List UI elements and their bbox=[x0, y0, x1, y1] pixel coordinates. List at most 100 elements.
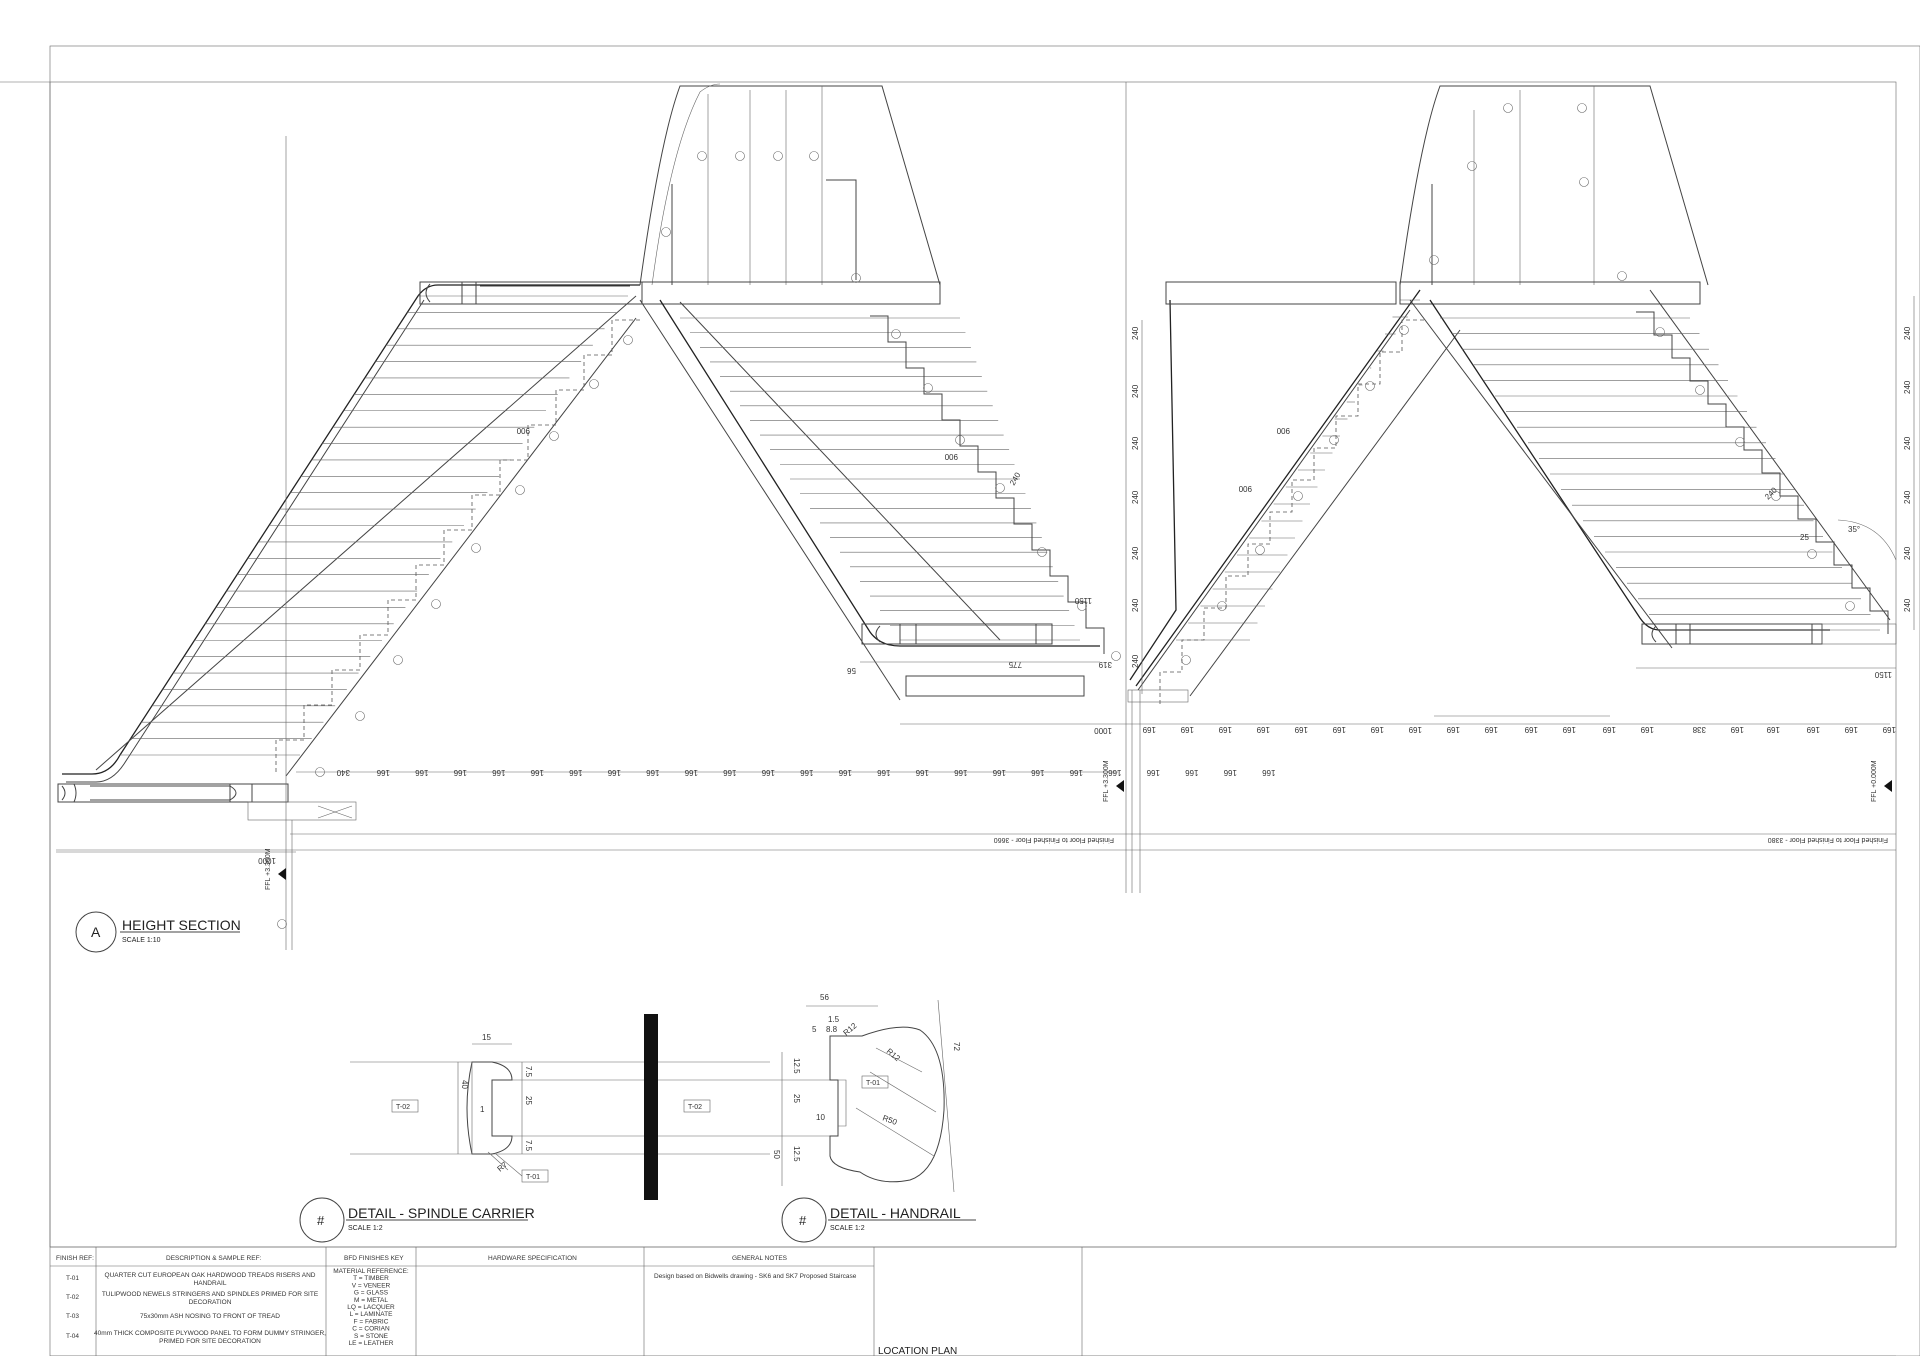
sc-tag-t02a: T-02 bbox=[396, 1104, 410, 1111]
dimension-label: 169 bbox=[1640, 725, 1654, 734]
desc-line: 40mm THICK COMPOSITE PLYWOOD PANEL TO FO… bbox=[94, 1330, 326, 1337]
dim-900-right-a: 900 bbox=[1276, 426, 1290, 435]
step-number-circle bbox=[1217, 601, 1227, 611]
handrail-detail-scale: SCALE 1:2 bbox=[830, 1225, 865, 1232]
step-number-circle bbox=[1655, 327, 1665, 337]
right-left-string-2 bbox=[1189, 329, 1461, 697]
step-number-circle bbox=[1503, 103, 1513, 113]
step-number-circle bbox=[355, 711, 365, 721]
section-a-marker-circle bbox=[75, 911, 117, 953]
lower-newel-turning bbox=[61, 783, 253, 803]
sc-tag-t01: T-01 bbox=[526, 1174, 540, 1181]
dimension-label: 169 bbox=[1484, 725, 1498, 734]
desc-line: DECORATION bbox=[189, 1299, 232, 1306]
section-a-heading: HEIGHT SECTION bbox=[122, 917, 241, 933]
sc-dim-40: 40 bbox=[460, 1080, 469, 1089]
right-upper-newel bbox=[1165, 281, 1397, 305]
key-line: C = CORIAN bbox=[352, 1326, 390, 1333]
dimension-label: 166 bbox=[954, 768, 968, 777]
hr-tag-t01-box bbox=[861, 1075, 889, 1089]
dimension-label: 169 bbox=[1370, 725, 1384, 734]
handrail-detail-marker: # bbox=[799, 1213, 807, 1228]
step-number-circle bbox=[431, 599, 441, 609]
key-line: MATERIAL REFERENCE: bbox=[333, 1268, 409, 1275]
dim-775: 775 bbox=[1008, 660, 1022, 669]
step-number-circle bbox=[1429, 255, 1439, 265]
sc-tag-t02a-box bbox=[391, 1099, 419, 1113]
tb-key-header: BFD FINISHES KEY bbox=[344, 1255, 404, 1262]
dimension-label: 166 bbox=[684, 768, 698, 777]
dimension-label: 166 bbox=[800, 768, 814, 777]
dim-900-right-b: 900 bbox=[1238, 484, 1252, 493]
dimension-label: 240 bbox=[1903, 598, 1912, 612]
step-number-circle bbox=[923, 383, 933, 393]
dimension-label: 240 bbox=[1131, 654, 1140, 668]
right-desc-treads bbox=[1440, 317, 1880, 631]
finish-ref: T-03 bbox=[66, 1313, 79, 1320]
centre-stair bbox=[639, 83, 1189, 703]
ffl-arrow-left bbox=[278, 868, 286, 880]
hr-groove bbox=[838, 1079, 847, 1127]
sc-tag-t02b-box bbox=[683, 1099, 711, 1113]
step-number-circle bbox=[735, 151, 745, 161]
dimension-label: 169 bbox=[1446, 725, 1460, 734]
finish-ref: T-02 bbox=[66, 1294, 79, 1301]
dimension-label: 169 bbox=[1602, 725, 1616, 734]
key-line: S = STONE bbox=[354, 1333, 389, 1340]
dim-1000-left: 1000 bbox=[258, 856, 276, 865]
right-left-riser-profile bbox=[1159, 319, 1424, 704]
hr-dim-72-label: 72 bbox=[952, 1042, 961, 1051]
step-number-circle bbox=[1577, 103, 1587, 113]
dimension-label: 169 bbox=[1524, 725, 1538, 734]
finish-description: 75x30mm ASH NOSING TO FRONT OF TREAD bbox=[140, 1313, 280, 1320]
right-desc-riser-profile bbox=[1636, 311, 1889, 634]
dimension-label: 169 bbox=[1256, 725, 1270, 734]
dim-338: 338 bbox=[1692, 725, 1706, 734]
sc-dim-1: 1 bbox=[480, 1105, 485, 1114]
left-tread-lines bbox=[120, 295, 628, 756]
dimension-label: 240 bbox=[1903, 436, 1912, 450]
step-number-circle bbox=[891, 329, 901, 339]
hr-dim-25: 25 bbox=[792, 1094, 801, 1103]
right-floor-slab bbox=[1821, 623, 1897, 645]
tb-notes-header: GENERAL NOTES bbox=[732, 1255, 788, 1262]
dimension-label: 166 bbox=[1185, 768, 1199, 777]
dimension-label: 169 bbox=[1294, 725, 1308, 734]
key-line: L = LAMINATE bbox=[350, 1311, 393, 1318]
dimension-label: 169 bbox=[1844, 725, 1858, 734]
tb-rows: T-01 QUARTER CUT EUROPEAN OAK HARDWOOD TR… bbox=[66, 1272, 326, 1345]
dimension-label: 166 bbox=[569, 768, 583, 777]
left-inner-string bbox=[285, 317, 637, 777]
sc-dim-7-5a: 7.5 bbox=[524, 1066, 533, 1078]
ffl-arrow-right bbox=[1884, 780, 1892, 792]
hr-dim-50: 50 bbox=[772, 1150, 781, 1159]
sc-t01-leader bbox=[495, 1153, 523, 1177]
dimension-label: 169 bbox=[1562, 725, 1576, 734]
dimension-label: 240 bbox=[1131, 490, 1140, 504]
finish-description: QUARTER CUT EUROPEAN OAK HARDWOOD TREADS… bbox=[105, 1272, 316, 1287]
right-desc-string-outer bbox=[1409, 299, 1673, 649]
sc-profile bbox=[466, 1061, 513, 1155]
dimension-label: 240 bbox=[1903, 490, 1912, 504]
dimension-label: 240 bbox=[1131, 384, 1140, 398]
step-number-circle bbox=[1181, 655, 1191, 665]
step-number-circle bbox=[277, 919, 287, 929]
right-left-treads bbox=[1176, 299, 1420, 641]
handrail-detail-heading: DETAIL - HANDRAIL bbox=[830, 1205, 961, 1221]
step-number-circle bbox=[809, 151, 819, 161]
step-number-circle bbox=[1365, 381, 1375, 391]
spindle-detail-scale: SCALE 1:2 bbox=[348, 1225, 383, 1232]
key-line: LQ = LACQUER bbox=[347, 1304, 395, 1311]
finish-ref: T-01 bbox=[66, 1275, 79, 1282]
step-number-circle bbox=[661, 227, 671, 237]
dimension-label: 166 bbox=[530, 768, 544, 777]
step-number-circle bbox=[471, 543, 481, 553]
centre-string-outer bbox=[639, 299, 901, 701]
floor-note-left: Finished Floor to Finished Floor - 3660 bbox=[994, 836, 1114, 843]
tb-location-plan: LOCATION PLAN bbox=[878, 1346, 957, 1356]
desc-line: HANDRAIL bbox=[194, 1280, 227, 1287]
dimension-label: 166 bbox=[453, 768, 467, 777]
section-a-title: A HEIGHT SECTION SCALE 1:10 bbox=[75, 911, 241, 953]
